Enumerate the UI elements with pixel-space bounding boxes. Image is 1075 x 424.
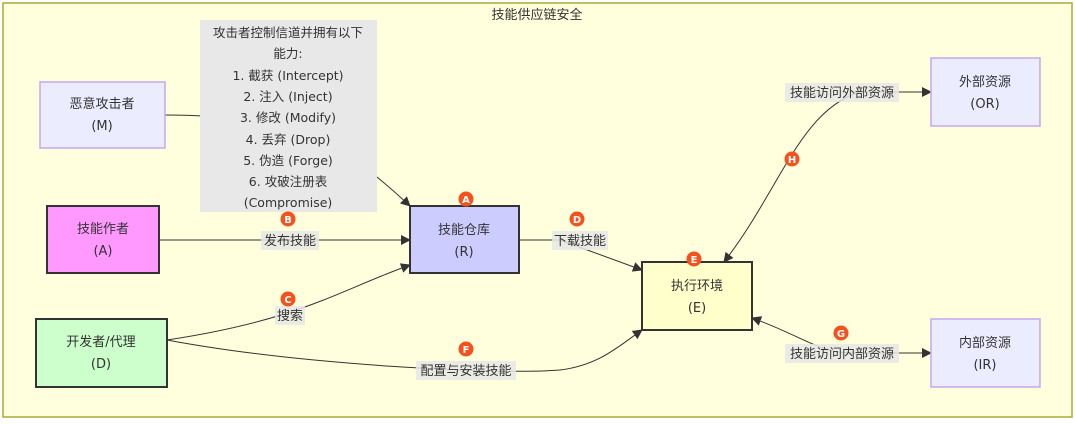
edge-label-internal: 技能访问内部资源 — [785, 344, 899, 363]
subgraph-title: 技能供应链安全 — [491, 7, 582, 23]
node-internal-resource[interactable]: 内部资源 (IR) — [930, 318, 1041, 388]
node-repository[interactable]: 技能仓库 (R) — [409, 205, 520, 274]
edge-search — [166, 263, 411, 341]
node-label: 开发者/代理 — [66, 334, 135, 350]
svg-text:H: H — [788, 155, 796, 166]
note-line: 4. 丢弃 (Drop) — [246, 132, 331, 147]
node-id: (OR) — [970, 97, 999, 112]
node-author[interactable]: 技能作者 (A) — [46, 205, 160, 274]
note-line: 1. 截获 (Intercept) — [232, 68, 343, 83]
note-line: (Compromise) — [244, 195, 333, 210]
svg-text:E: E — [691, 255, 698, 266]
attacker-capabilities-note: 攻击者控制信道并拥有以下 能力: 1. 截获 (Intercept) 2. 注入… — [200, 20, 377, 212]
edge-label-install: 配置与安装技能 — [416, 361, 516, 380]
node-label: 内部资源 — [959, 335, 1011, 351]
badge-b: B — [280, 211, 296, 227]
badge-e: E — [686, 251, 702, 267]
node-id: (M) — [91, 119, 112, 134]
node-id: (D) — [91, 357, 111, 372]
node-label: 技能作者 — [77, 222, 129, 237]
node-label: 执行环境 — [671, 279, 723, 294]
svg-text:技能访问外部资源: 技能访问外部资源 — [790, 86, 894, 101]
svg-text:A: A — [462, 195, 470, 206]
edge-label-search: 搜索 — [275, 306, 305, 325]
node-id: (IR) — [973, 358, 996, 373]
edge-label-external: 技能访问外部资源 — [785, 83, 899, 102]
note-line: 2. 注入 (Inject) — [243, 89, 332, 104]
node-label: 外部资源 — [959, 75, 1011, 90]
node-external-resource[interactable]: 外部资源 (OR) — [930, 57, 1041, 127]
svg-text:发布技能: 发布技能 — [264, 233, 316, 249]
svg-text:搜索: 搜索 — [277, 309, 303, 324]
node-attacker[interactable]: 恶意攻击者 (M) — [39, 81, 166, 149]
svg-text:G: G — [837, 329, 845, 340]
note-line: 攻击者控制信道并拥有以下 — [213, 25, 363, 40]
badge-a: A — [458, 191, 474, 207]
node-execution-env[interactable]: 执行环境 (E) — [641, 261, 753, 331]
svg-text:技能访问内部资源: 技能访问内部资源 — [790, 346, 894, 362]
svg-text:F: F — [463, 345, 470, 356]
badge-c: C — [280, 291, 296, 307]
edge-label-download: 下载技能 — [552, 231, 608, 250]
node-id: (E) — [688, 301, 706, 316]
node-label: 技能仓库 — [438, 222, 490, 238]
badge-g: G — [833, 325, 849, 341]
svg-text:下载技能: 下载技能 — [554, 234, 606, 249]
node-id: (A) — [93, 244, 112, 259]
svg-text:B: B — [284, 215, 292, 226]
svg-text:C: C — [284, 295, 291, 306]
edge-label-publish: 发布技能 — [261, 231, 319, 250]
svg-text:D: D — [573, 215, 581, 226]
note-line: 6. 攻破注册表 — [249, 174, 328, 189]
note-line: 能力: — [273, 46, 302, 61]
badge-d: D — [569, 211, 585, 227]
svg-text:配置与安装技能: 配置与安装技能 — [420, 364, 511, 379]
node-developer[interactable]: 开发者/代理 (D) — [35, 318, 168, 388]
badge-h: H — [784, 151, 800, 167]
node-id: (R) — [454, 245, 473, 260]
node-label: 恶意攻击者 — [69, 96, 134, 112]
note-line: 3. 修改 (Modify) — [240, 110, 336, 125]
note-line: 5. 伪造 (Forge) — [243, 153, 333, 168]
badge-f: F — [458, 341, 474, 357]
